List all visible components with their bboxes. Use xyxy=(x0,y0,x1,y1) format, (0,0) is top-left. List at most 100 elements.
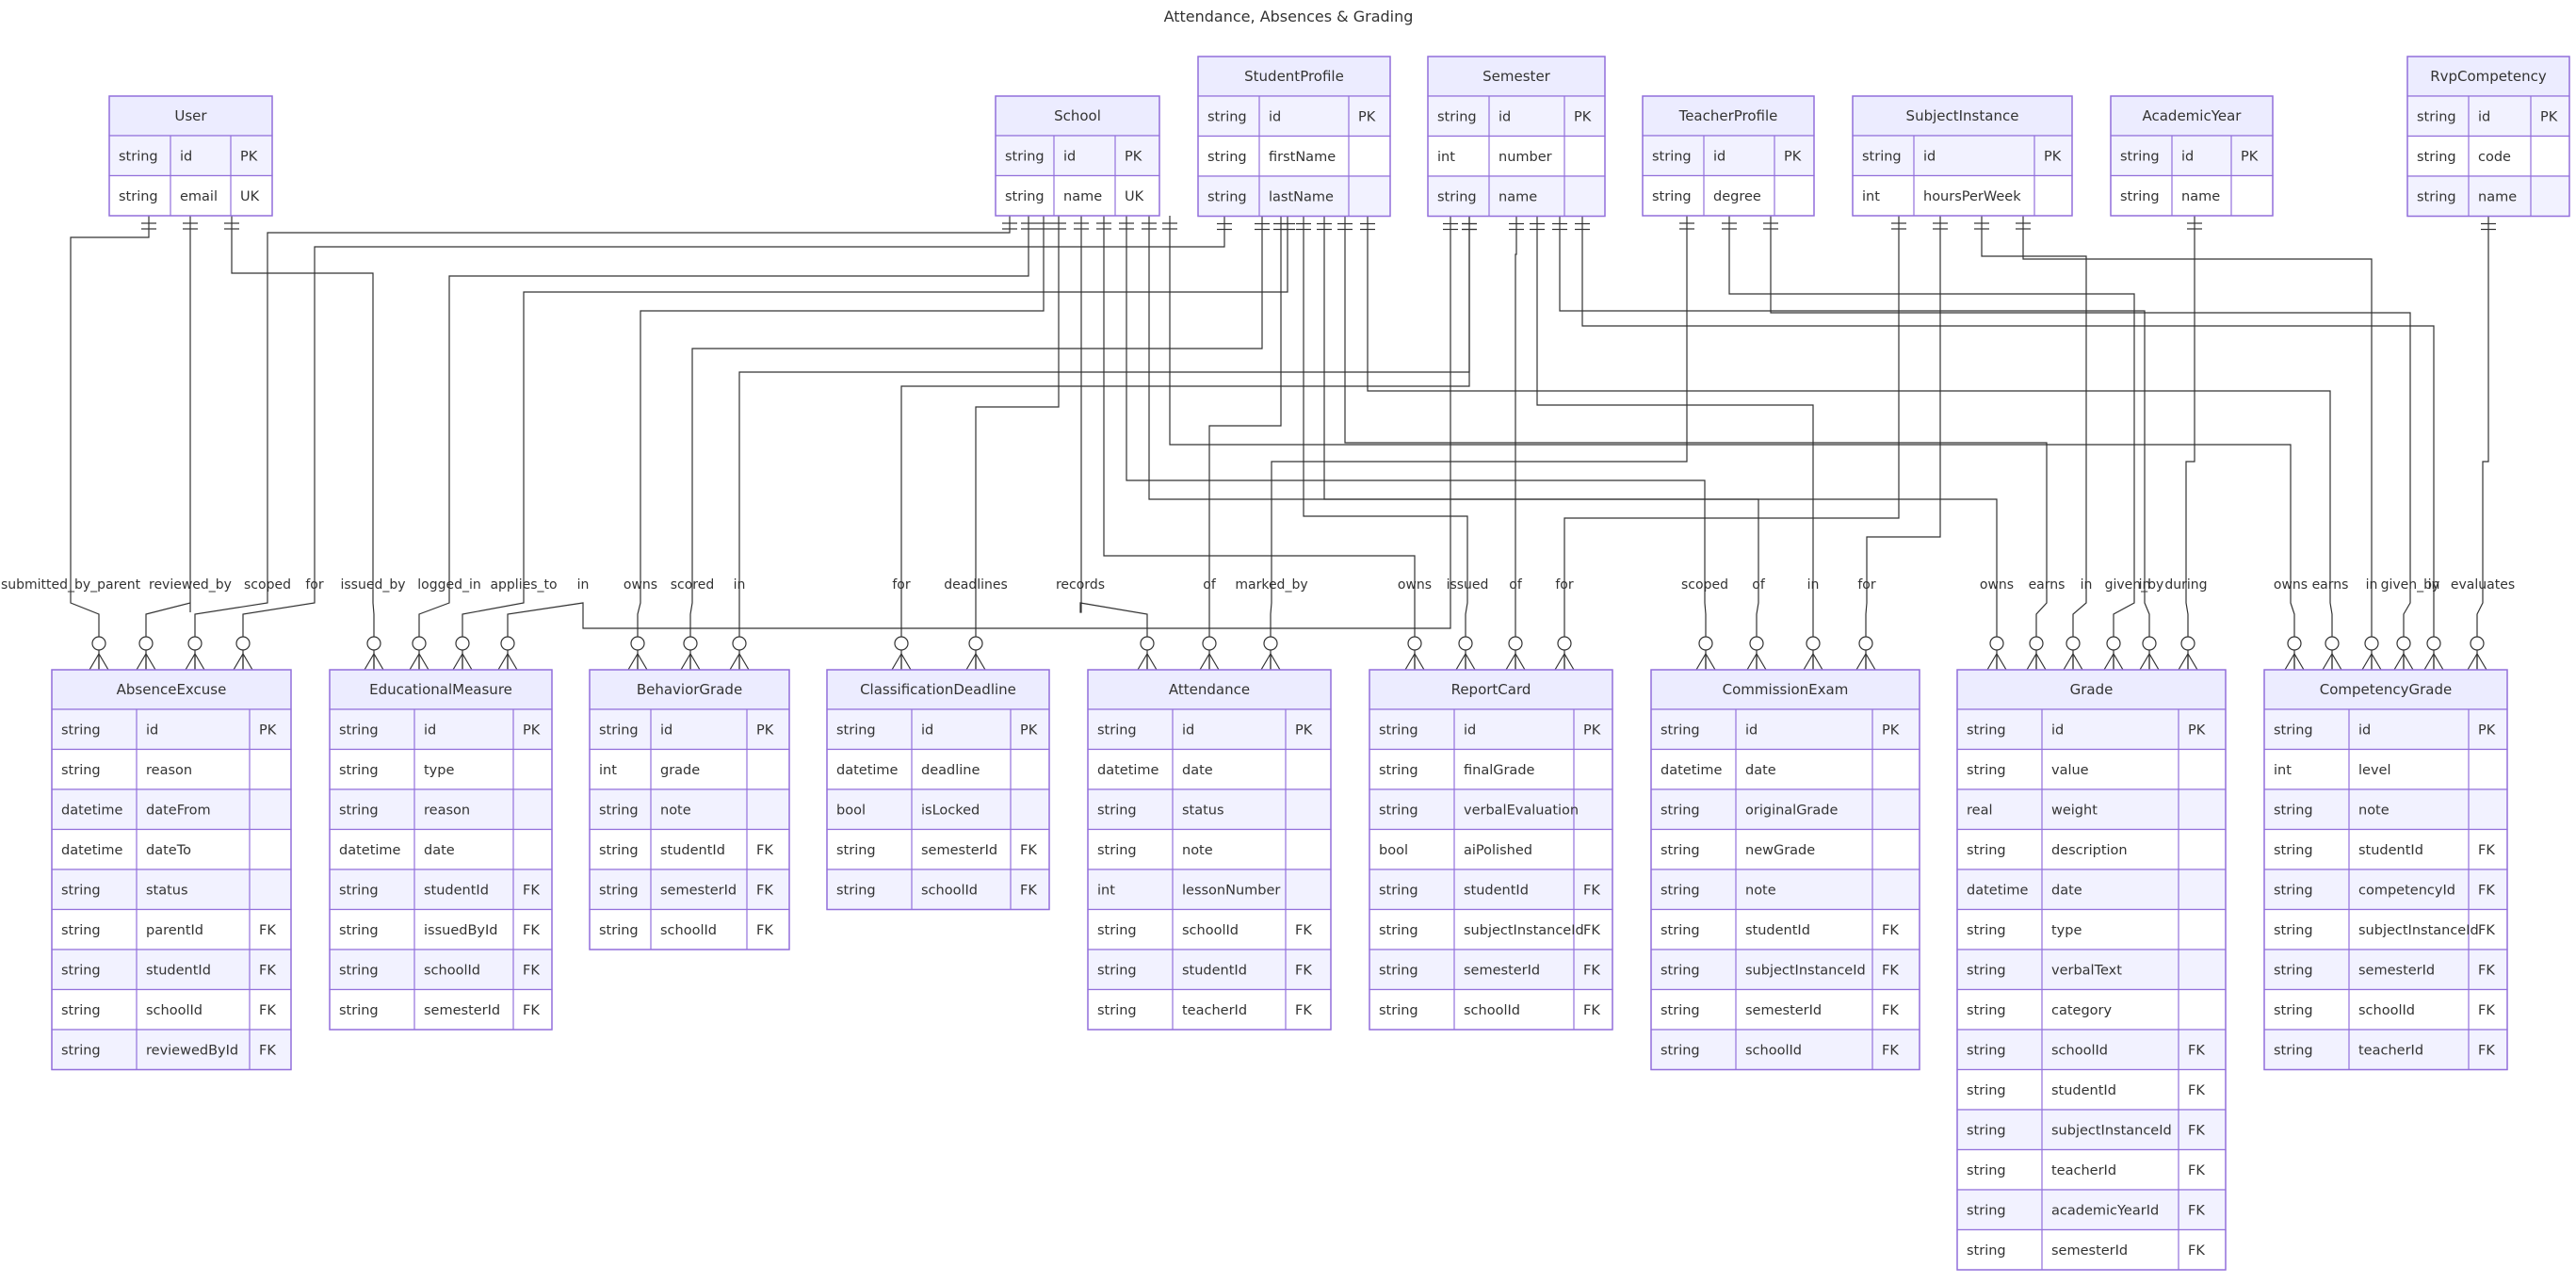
attribute-name: dateFrom xyxy=(146,803,211,818)
relationship-SubjectInstance-CompetencyGrade xyxy=(2016,216,2382,671)
attribute-type: int xyxy=(1437,150,1455,165)
relationship-StudentProfile-CommissionExam xyxy=(1317,216,1767,671)
attribute-name: id xyxy=(2181,149,2194,164)
attribute-key: FK xyxy=(756,843,773,858)
attribute-type: string xyxy=(2274,883,2313,898)
attribute-name: id xyxy=(2358,723,2371,738)
attribute-name: studentId xyxy=(660,843,725,858)
relationship-StudentProfile-Attendance xyxy=(1199,216,1288,671)
attribute-name: id xyxy=(1182,723,1194,738)
entity-header xyxy=(2263,669,2508,710)
attribute-name: schoolId xyxy=(1745,1043,1802,1058)
attribute-type: int xyxy=(2274,763,2292,778)
attribute-key: FK xyxy=(2188,1083,2205,1098)
attribute-key: PK xyxy=(2241,149,2259,164)
attribute-type: string xyxy=(1097,923,1137,938)
attribute-type: datetime xyxy=(836,763,899,778)
attribute-type: string xyxy=(1661,723,1700,738)
relationship-label: for xyxy=(1555,577,1573,593)
attribute-type: string xyxy=(2274,1043,2313,1058)
attribute-name: id xyxy=(1499,109,1511,124)
relationship-StudentProfile-BehaviorGrade xyxy=(680,216,1270,671)
attribute-name: number xyxy=(1499,150,1552,165)
relationship-School-AbsenceExcuse xyxy=(185,216,1017,671)
attribute-key: FK xyxy=(2188,1043,2205,1058)
attribute-name: newGrade xyxy=(1745,843,1815,858)
relationship-School-CompetencyGrade xyxy=(1162,216,2305,671)
attribute-type: datetime xyxy=(1661,763,1723,778)
attribute-type: string xyxy=(61,923,101,938)
attribute-name: id xyxy=(921,723,933,738)
attribute-key: FK xyxy=(1295,923,1312,938)
attribute-name: weight xyxy=(2051,803,2098,818)
attribute-name: schoolId xyxy=(2051,1043,2108,1058)
attribute-type: string xyxy=(1661,963,1700,978)
attribute-type: string xyxy=(1437,189,1477,204)
attribute-key: FK xyxy=(1583,963,1600,978)
attribute-key: FK xyxy=(2478,843,2495,858)
relationship-School-CommissionExam xyxy=(1119,216,1716,671)
attribute-name: schoolId xyxy=(146,1003,203,1018)
attribute-type: string xyxy=(1661,803,1700,818)
relationship-User-EducationalMeasure xyxy=(224,216,384,671)
attribute-type: string xyxy=(1967,1203,2006,1218)
attribute-name: grade xyxy=(660,763,700,778)
attribute-type: string xyxy=(339,923,379,938)
relationship-TeacherProfile-CompetencyGrade xyxy=(1763,216,2414,671)
relationship-School-ClassificationDeadline xyxy=(965,216,1066,671)
attribute-key: FK xyxy=(1583,883,1600,898)
entity-title: ClassificationDeadline xyxy=(860,681,1016,698)
attribute-name: deadline xyxy=(921,763,980,778)
attribute-type: string xyxy=(599,923,639,938)
attribute-type: string xyxy=(1005,149,1045,164)
attribute-type: bool xyxy=(1379,843,1408,858)
relationship-label: in xyxy=(2081,577,2093,593)
attribute-name: semesterId xyxy=(1745,1003,1822,1018)
attribute-type: string xyxy=(1652,149,1692,164)
attribute-key: FK xyxy=(2478,923,2495,938)
relationship-StudentProfile-EducationalMeasure xyxy=(452,216,1295,671)
attribute-key: FK xyxy=(1882,1043,1899,1058)
attribute-name: studentId xyxy=(1182,963,1247,978)
attribute-key: FK xyxy=(2188,1123,2205,1138)
attribute-key: FK xyxy=(259,1043,276,1058)
attribute-key: PK xyxy=(1295,723,1313,738)
entity-title: CompetencyGrade xyxy=(2320,681,2453,698)
relationship-Semester-CommissionExam xyxy=(1530,216,1823,671)
attribute-name: subjectInstanceId xyxy=(1745,963,1866,978)
attribute-type: string xyxy=(2120,149,2160,164)
attribute-key: FK xyxy=(2478,883,2495,898)
attribute-key: PK xyxy=(523,723,541,738)
attribute-type: string xyxy=(1379,963,1418,978)
attribute-key: FK xyxy=(1295,963,1312,978)
attribute-key: PK xyxy=(240,149,258,164)
attribute-type: string xyxy=(61,1043,101,1058)
attribute-type: string xyxy=(339,763,379,778)
attribute-name: type xyxy=(424,763,454,778)
